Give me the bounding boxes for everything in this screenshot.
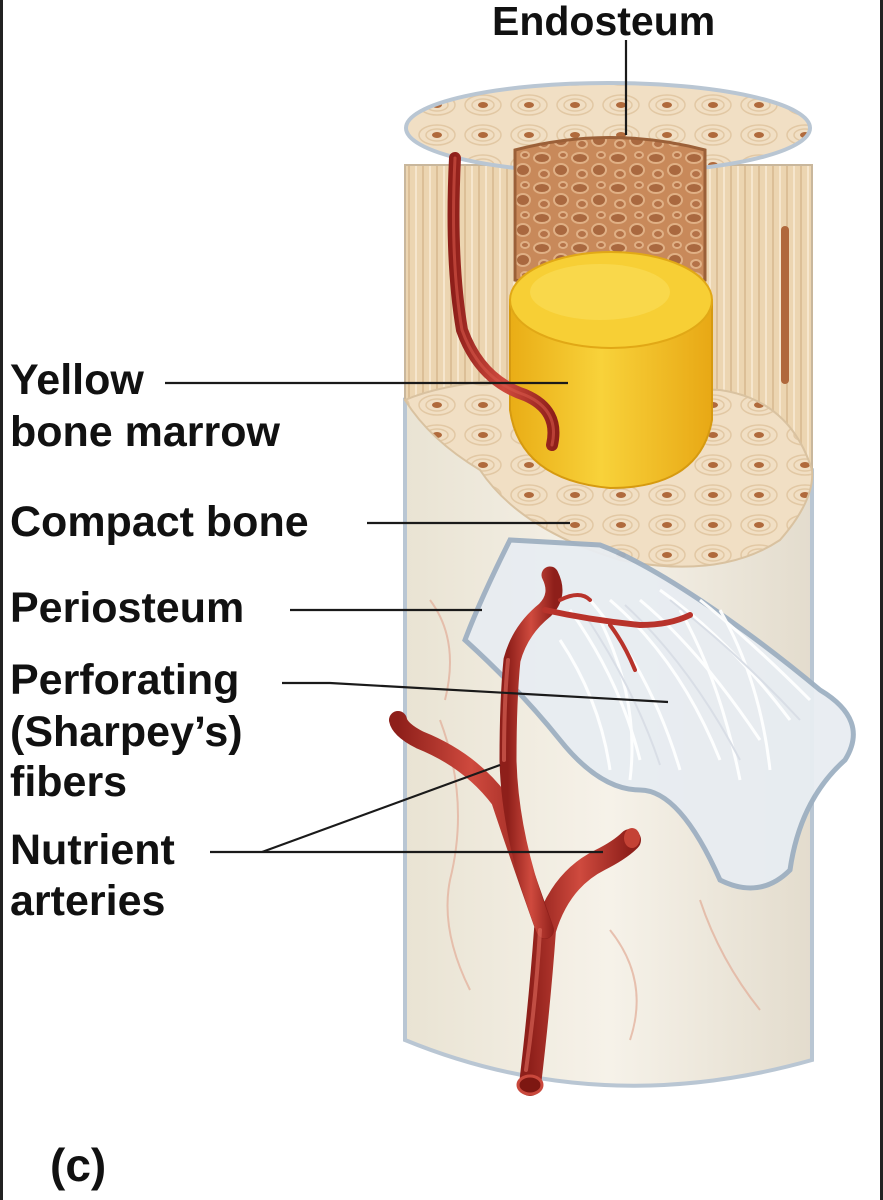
label-nutrient-1: Nutrient xyxy=(10,826,175,874)
leader-lines xyxy=(165,40,669,854)
label-yellow-marrow-1: Yellow xyxy=(10,356,144,404)
label-nutrient-2: arteries xyxy=(10,877,166,925)
artery-cut-end xyxy=(516,1074,544,1096)
label-periosteum: Periosteum xyxy=(10,584,245,632)
label-perforating-3: fibers xyxy=(10,758,128,806)
label-perforating-1: Perforating xyxy=(10,656,240,704)
yellow-bone-marrow xyxy=(509,251,713,490)
panel-label: (c) xyxy=(50,1139,107,1191)
label-endosteum: Endosteum xyxy=(492,0,716,44)
label-compact-bone: Compact bone xyxy=(10,498,309,546)
nutrient-arteries xyxy=(389,566,693,1096)
label-perforating-2: (Sharpey’s) xyxy=(10,708,243,756)
label-yellow-marrow-2: bone marrow xyxy=(10,408,280,456)
